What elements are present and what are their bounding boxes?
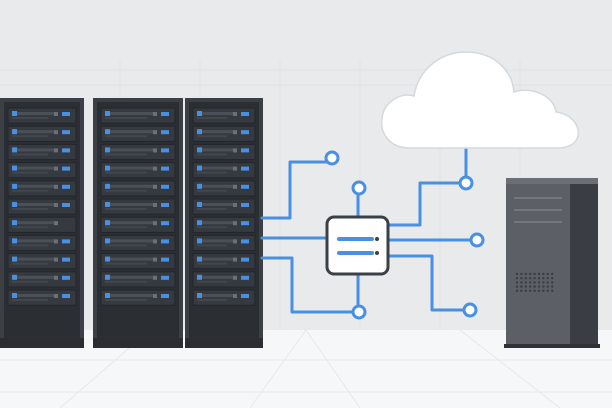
vent-hole xyxy=(515,285,519,288)
rack-unit xyxy=(192,107,256,124)
circuit-node xyxy=(458,175,474,191)
rack-unit xyxy=(100,253,176,270)
tower-vent xyxy=(515,272,554,292)
rack-unit xyxy=(100,271,176,288)
vent-hole xyxy=(520,285,523,288)
vent-hole xyxy=(520,272,523,276)
rack-unit xyxy=(192,180,256,197)
vent-hole xyxy=(546,289,549,292)
rack-unit xyxy=(100,162,176,179)
circuit-node xyxy=(351,180,367,196)
rack-unit xyxy=(7,289,77,306)
rack-unit xyxy=(100,289,176,306)
rack-unit xyxy=(192,198,256,215)
rack-unit xyxy=(100,107,176,124)
rack-unit xyxy=(192,234,256,252)
rack-unit xyxy=(192,271,256,288)
vent-hole xyxy=(546,285,549,288)
rack-unit xyxy=(100,234,176,252)
vent-hole xyxy=(529,289,532,292)
rack-unit xyxy=(7,234,77,252)
vent-hole xyxy=(520,277,523,280)
vent-hole xyxy=(520,289,523,292)
server-rack xyxy=(0,98,84,348)
rack-unit xyxy=(100,180,176,197)
circuit-trace xyxy=(260,256,358,314)
rack-unit xyxy=(7,216,77,233)
vent-hole xyxy=(537,285,541,288)
rack-unit xyxy=(192,253,256,270)
vent-hole xyxy=(515,272,519,276)
server-rack xyxy=(93,98,183,348)
rack-unit xyxy=(192,289,256,306)
rack-unit xyxy=(192,216,256,233)
vent-hole xyxy=(524,285,527,288)
vent-hole xyxy=(551,285,554,288)
vent-hole xyxy=(515,277,519,280)
vent-hole xyxy=(537,289,541,292)
vent-hole xyxy=(524,277,527,280)
vent-hole xyxy=(533,289,536,292)
vent-hole xyxy=(542,272,545,276)
circuit-trace xyxy=(260,160,334,220)
rack-unit xyxy=(7,253,77,270)
vent-hole xyxy=(524,281,527,284)
vent-hole xyxy=(546,281,549,284)
rack-unit xyxy=(192,162,256,179)
network-switch-icon xyxy=(325,215,390,276)
cloud-icon xyxy=(380,51,580,149)
circuit-trace xyxy=(386,254,472,312)
vent-hole xyxy=(520,281,523,284)
vent-hole xyxy=(529,281,532,284)
circuit-node xyxy=(462,302,478,318)
rack-unit xyxy=(100,216,176,233)
circuit-trace xyxy=(386,146,468,227)
rack-unit xyxy=(100,125,176,142)
rack-unit xyxy=(7,107,77,124)
rack-unit xyxy=(7,271,77,288)
vent-hole xyxy=(537,281,541,284)
vent-hole xyxy=(546,272,549,276)
vent-hole xyxy=(529,272,532,276)
rack-unit xyxy=(100,198,176,215)
vent-hole xyxy=(537,277,541,280)
vent-hole xyxy=(537,272,541,276)
circuit-lines xyxy=(260,146,478,314)
vent-hole xyxy=(533,272,536,276)
rack-unit xyxy=(192,125,256,142)
vent-hole xyxy=(542,289,545,292)
rack-unit xyxy=(100,143,176,161)
circuit-node xyxy=(324,150,340,166)
circuit-node xyxy=(469,232,485,248)
vent-hole xyxy=(546,277,549,280)
vent-hole xyxy=(551,281,554,284)
rack-unit xyxy=(7,162,77,179)
vent-hole xyxy=(524,289,527,292)
server-tower-icon xyxy=(504,178,600,348)
vent-hole xyxy=(533,285,536,288)
vent-hole xyxy=(515,281,519,284)
rack-unit xyxy=(192,143,256,161)
rack-unit xyxy=(7,198,77,215)
vent-hole xyxy=(551,272,554,276)
vent-hole xyxy=(515,289,519,292)
vent-hole xyxy=(533,281,536,284)
rack-unit xyxy=(7,143,77,161)
rack-unit xyxy=(7,180,77,197)
vent-hole xyxy=(542,285,545,288)
vent-hole xyxy=(524,272,527,276)
vent-hole xyxy=(551,289,554,292)
vent-hole xyxy=(542,277,545,280)
circuit-node xyxy=(351,304,367,320)
circuit-nodes xyxy=(324,150,485,320)
vent-hole xyxy=(551,277,554,280)
server-racks xyxy=(0,98,263,348)
server-rack xyxy=(185,98,263,348)
vent-hole xyxy=(533,277,536,280)
vent-hole xyxy=(542,281,545,284)
vent-hole xyxy=(529,277,532,280)
rack-unit xyxy=(7,125,77,142)
vent-hole xyxy=(529,285,532,288)
